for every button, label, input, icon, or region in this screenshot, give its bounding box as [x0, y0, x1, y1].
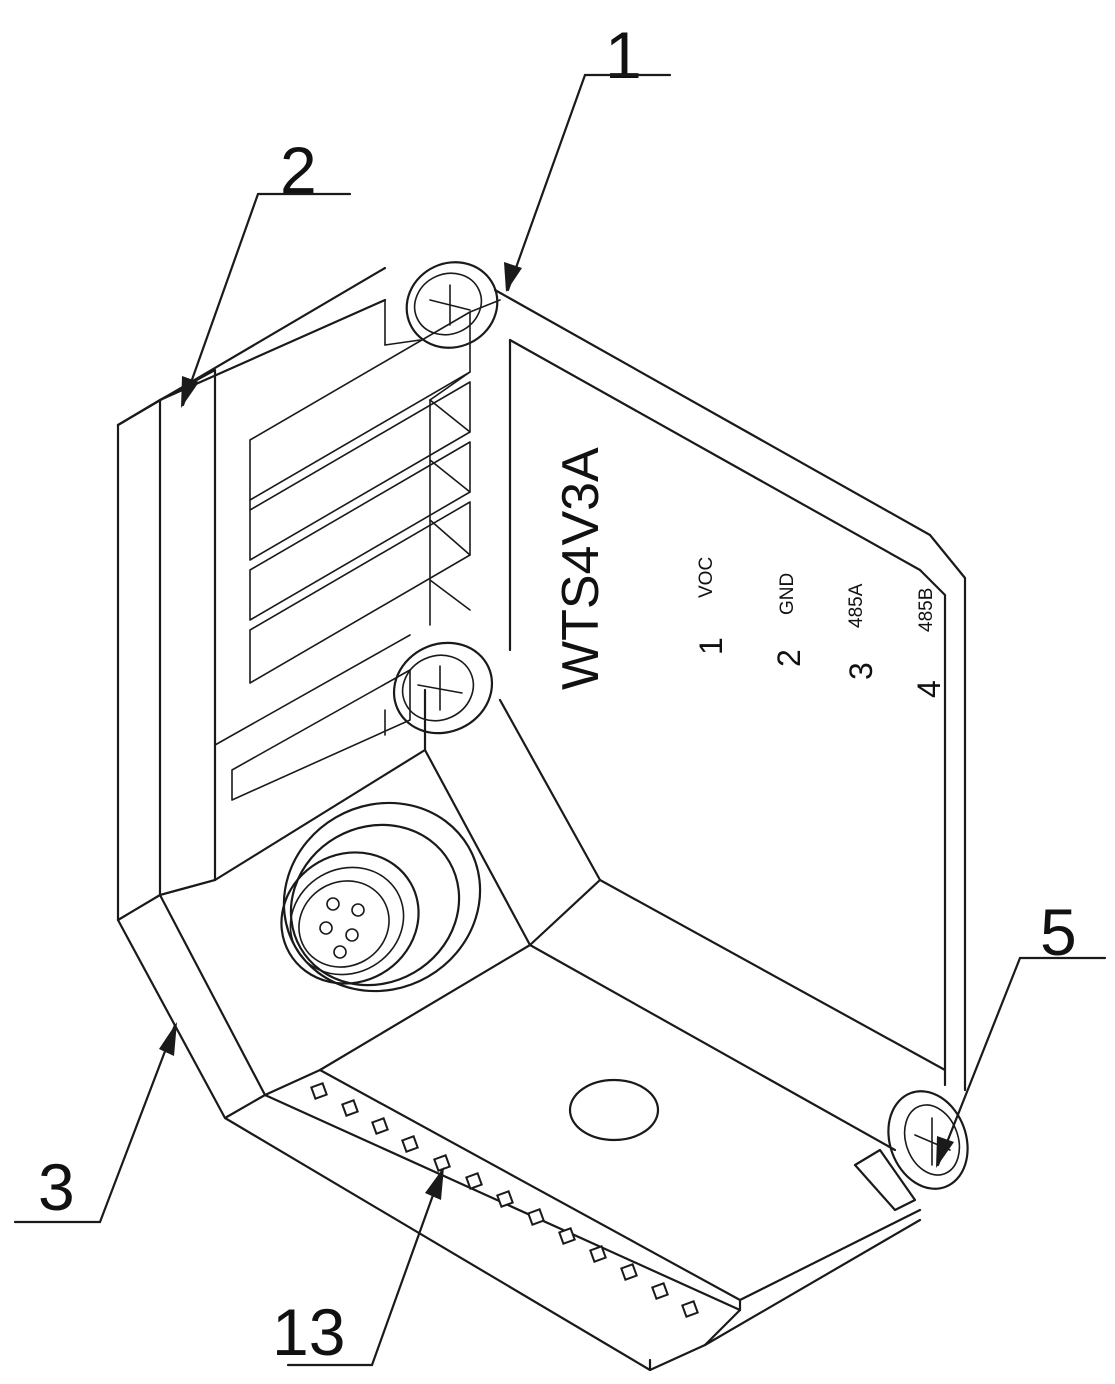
connector-socket-icon — [280, 801, 482, 993]
pin-4-signal: 485B — [916, 588, 937, 632]
pin-3-number: 3 — [843, 662, 879, 680]
sensor-housing — [116, 266, 967, 1372]
callout-5-number: 5 — [1040, 895, 1077, 969]
model-number-label: WTS4V3A — [552, 447, 610, 690]
screw-middle-icon — [392, 641, 494, 735]
label-plate: WTS4V3A 1 VOC 2 GND 3 485A 4 485B — [552, 447, 947, 698]
callout-1-number: 1 — [605, 18, 642, 92]
pin-1-number: 1 — [693, 637, 729, 655]
pin-4-number: 4 — [911, 680, 947, 698]
callout-2-number: 2 — [280, 133, 317, 207]
vent-holes-row — [310, 1082, 699, 1318]
callout-3: 3 — [13, 1022, 177, 1224]
pin-3-signal: 485A — [846, 583, 867, 628]
callout-13: 13 — [272, 1167, 444, 1369]
callout-2: 2 — [181, 133, 352, 408]
pin-2-signal: GND — [777, 573, 798, 615]
pin-1-signal: VOC — [696, 557, 717, 598]
indicator-window-icon — [568, 1078, 660, 1142]
callout-5: 5 — [936, 895, 1107, 1168]
screw-top-icon — [405, 261, 499, 349]
cooling-fins — [214, 299, 501, 801]
callout-13-number: 13 — [272, 1295, 345, 1369]
pin-2-number: 2 — [771, 649, 807, 667]
callout-3-number: 3 — [38, 1150, 75, 1224]
callout-1: 1 — [504, 18, 672, 292]
